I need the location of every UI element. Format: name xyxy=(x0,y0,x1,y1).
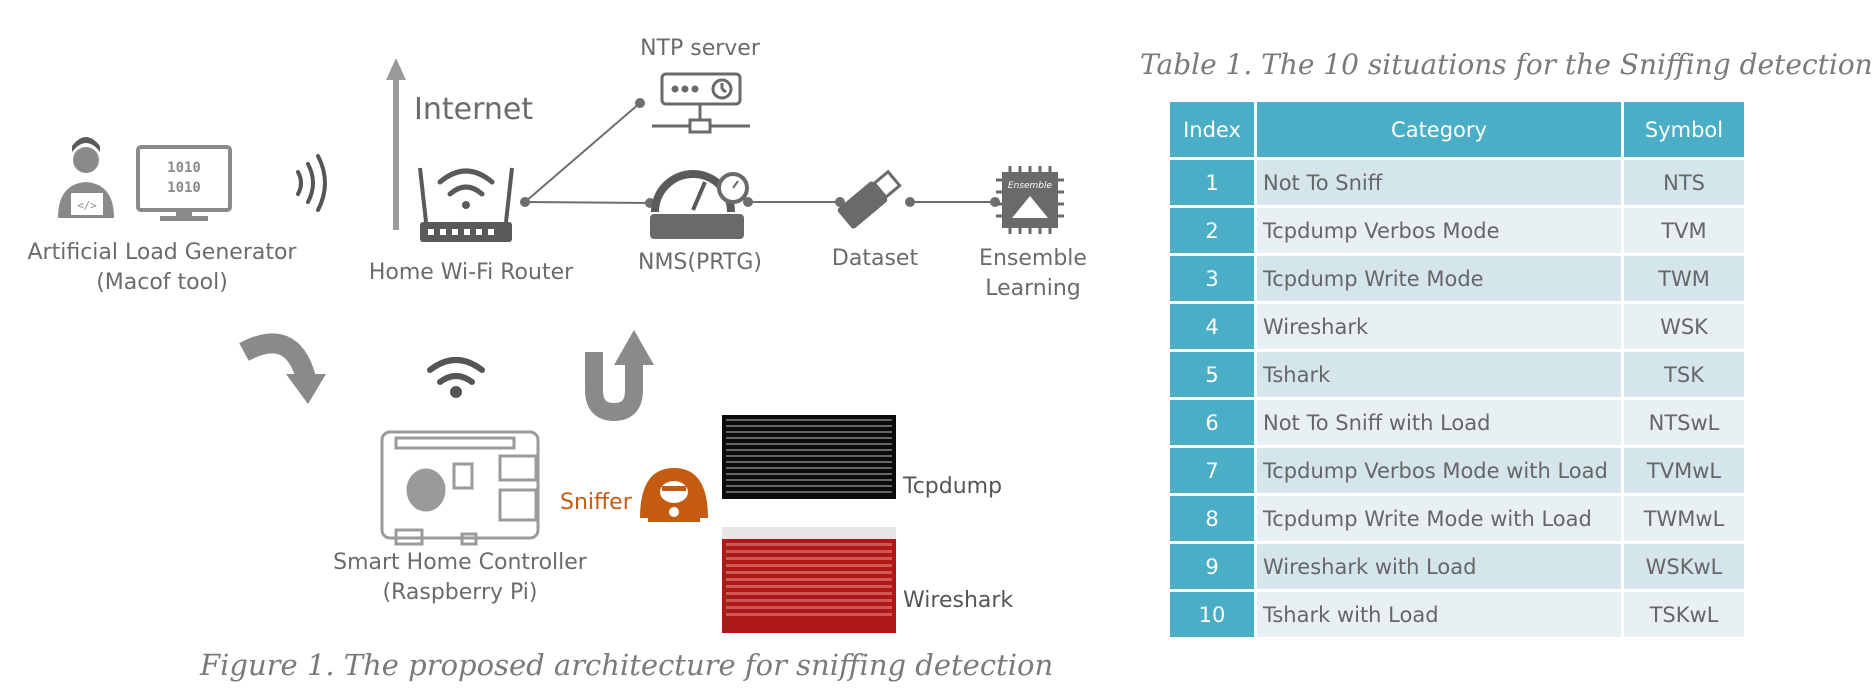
row-category: Tshark xyxy=(1257,352,1621,397)
row-category: Not To Sniff xyxy=(1257,160,1621,205)
row-category: Wireshark xyxy=(1257,304,1621,349)
wireless-signal-icon xyxy=(296,154,327,212)
dataset-label: Dataset xyxy=(831,246,919,271)
wireshark-screenshot xyxy=(722,527,896,633)
tcpdump-label: Tcpdump xyxy=(903,474,1003,499)
header-index: Index xyxy=(1170,102,1254,157)
row-symbol: TSKwL xyxy=(1624,592,1744,637)
row-symbol: WSKwL xyxy=(1624,544,1744,589)
ensemble-chip-icon xyxy=(996,166,1064,234)
row-category: Tcpdump Write Mode xyxy=(1257,256,1621,301)
svg-text:1010: 1010 xyxy=(167,180,201,196)
row-category: Tcpdump Verbos Mode with Load xyxy=(1257,448,1621,493)
u-turn-arrow-icon xyxy=(585,330,654,422)
row-index: 6 xyxy=(1170,400,1254,445)
row-index: 4 xyxy=(1170,304,1254,349)
row-symbol: NTSwL xyxy=(1624,400,1744,445)
row-symbol: TVM xyxy=(1624,208,1744,253)
row-category: Wireshark with Load xyxy=(1257,544,1621,589)
nms-gauge-icon xyxy=(650,170,749,239)
table-caption: Table 1. The 10 situations for the Sniff… xyxy=(1140,48,1873,81)
ntp-server-icon xyxy=(652,72,750,134)
row-symbol: TSK xyxy=(1624,352,1744,397)
wifi-icon xyxy=(427,357,485,398)
row-index: 8 xyxy=(1170,496,1254,541)
row-symbol: NTS xyxy=(1624,160,1744,205)
user-icon: </> xyxy=(58,137,114,218)
row-category: Not To Sniff with Load xyxy=(1257,400,1621,445)
svg-text:</>: </> xyxy=(77,199,97,212)
connector-lines xyxy=(520,98,1000,208)
row-symbol: TWM xyxy=(1624,256,1744,301)
row-index: 5 xyxy=(1170,352,1254,397)
row-category: Tcpdump Verbos Mode xyxy=(1257,208,1621,253)
row-index: 2 xyxy=(1170,208,1254,253)
internet-label: Internet xyxy=(414,92,534,127)
row-index: 7 xyxy=(1170,448,1254,493)
architecture-diagram: </> 1010 1010 xyxy=(58,58,1064,546)
row-symbol: TWMwL xyxy=(1624,496,1744,541)
hacker-sniffer-icon xyxy=(640,468,708,522)
usb-dataset-icon xyxy=(837,169,902,229)
nms-label: NMS(PRTG) xyxy=(637,250,762,275)
row-symbol: TVMwL xyxy=(1624,448,1744,493)
header-category: Category xyxy=(1257,102,1621,157)
monitor-icon: 1010 1010 xyxy=(136,145,232,221)
load-generator-label: Artificial Load Generator (Macof tool) xyxy=(27,240,297,295)
curved-arrow-down-icon xyxy=(239,333,326,404)
tcpdump-terminal-screenshot xyxy=(722,415,896,499)
table-header-row: Index Category Symbol xyxy=(1170,102,1744,157)
row-symbol: WSK xyxy=(1624,304,1744,349)
ensemble-chip-text: Ensemble xyxy=(1007,181,1053,191)
figure-caption: Figure 1. The proposed architecture for … xyxy=(200,648,1054,682)
row-index: 1 xyxy=(1170,160,1254,205)
row-category: Tcpdump Write Mode with Load xyxy=(1257,496,1621,541)
router-label: Home Wi-Fi Router xyxy=(368,260,574,285)
row-category: Tshark with Load xyxy=(1257,592,1621,637)
ensemble-learning-label: Ensemble Learning xyxy=(979,246,1087,301)
internet-arrow-icon xyxy=(386,58,406,230)
controller-label: Smart Home Controller (Raspberry Pi) xyxy=(333,550,587,605)
row-index: 9 xyxy=(1170,544,1254,589)
wireshark-label: Wireshark xyxy=(903,588,1014,613)
row-index: 3 xyxy=(1170,256,1254,301)
raspberry-pi-icon xyxy=(380,430,540,546)
router-icon xyxy=(418,167,514,242)
ntp-server-label: NTP server xyxy=(640,36,760,61)
svg-text:1010: 1010 xyxy=(167,160,201,176)
sniffer-label: Sniffer xyxy=(560,490,632,515)
row-index: 10 xyxy=(1170,592,1254,637)
header-symbol: Symbol xyxy=(1624,102,1744,157)
